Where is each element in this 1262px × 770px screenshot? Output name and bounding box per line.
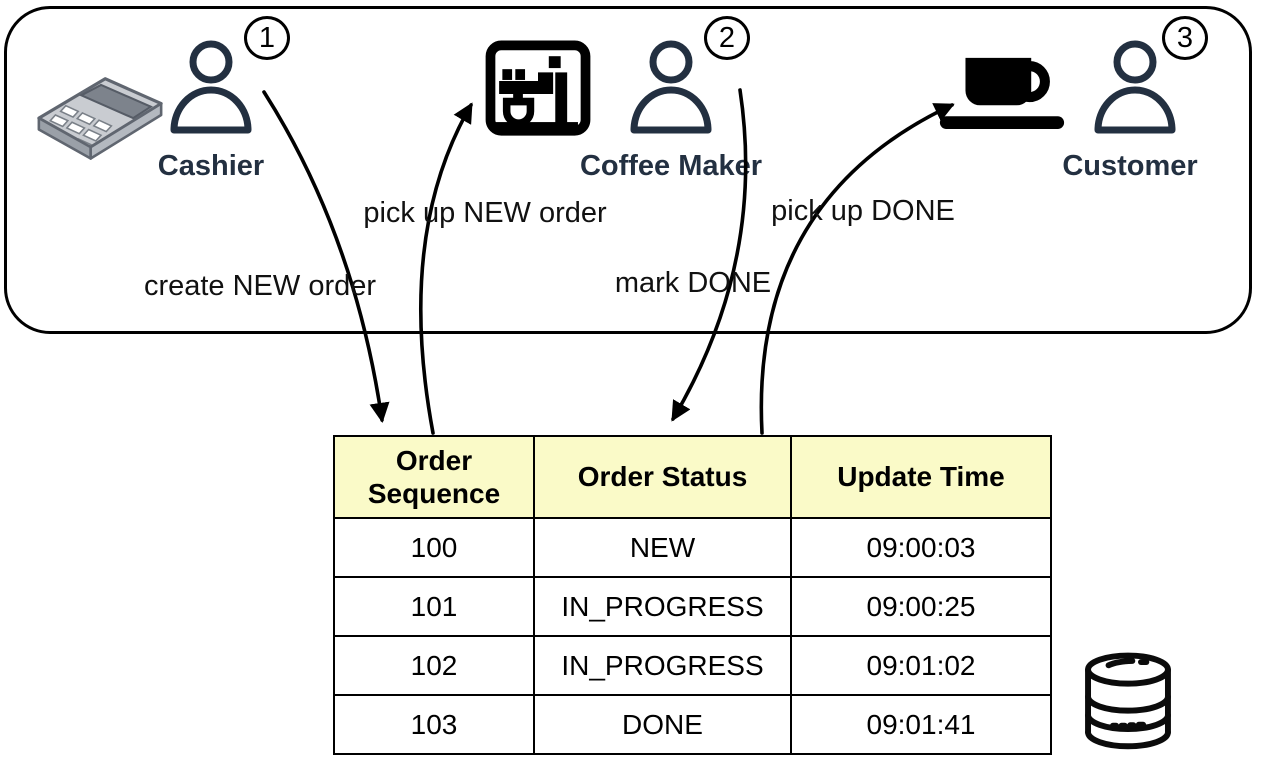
step-badge-1: 1: [244, 16, 290, 60]
cashier-person-icon: [170, 40, 252, 134]
table-header-row: Order Sequence Order Status Update Time: [333, 435, 1052, 519]
database-icon: [1085, 652, 1171, 750]
table-cell: 101: [333, 576, 535, 637]
step-badge-2: 2: [704, 16, 750, 60]
table-cell: IN_PROGRESS: [533, 576, 792, 637]
table-cell: 103: [333, 694, 535, 755]
flow-label-pick-up-done: pick up DONE: [771, 195, 955, 227]
coffee-cup-icon: [939, 57, 1065, 130]
coffee-machine-icon: [485, 40, 591, 136]
column-header-update-time: Update Time: [790, 435, 1052, 519]
flow-label-create-new-order: create NEW order: [143, 270, 377, 302]
table-cell: 09:00:03: [790, 517, 1052, 578]
actor-label-coffee-maker: Coffee Maker: [579, 150, 763, 182]
actor-label-cashier: Cashier: [157, 150, 265, 182]
column-header-order-sequence: Order Sequence: [333, 435, 535, 519]
actor-label-customer: Customer: [1062, 150, 1198, 182]
flow-label-pick-up-new-order: pick up NEW order: [363, 197, 607, 229]
step-badge-3: 3: [1162, 16, 1208, 60]
table-row: 103 DONE 09:01:41: [333, 694, 1052, 755]
flow-label-mark-done: mark DONE: [614, 267, 772, 299]
coffee-maker-person-icon: [630, 40, 712, 134]
actors-container: [4, 6, 1252, 334]
table-cell: 102: [333, 635, 535, 696]
table-cell: DONE: [533, 694, 792, 755]
table-cell: 09:01:41: [790, 694, 1052, 755]
table-row: 100 NEW 09:00:03: [333, 517, 1052, 578]
table-cell: 100: [333, 517, 535, 578]
table-cell: 09:00:25: [790, 576, 1052, 637]
customer-person-icon: [1094, 40, 1176, 134]
table-cell: NEW: [533, 517, 792, 578]
order-status-table: Order Sequence Order Status Update Time …: [333, 435, 1052, 755]
table-row: 101 IN_PROGRESS 09:00:25: [333, 576, 1052, 637]
table-cell: IN_PROGRESS: [533, 635, 792, 696]
table-cell: 09:01:02: [790, 635, 1052, 696]
column-header-order-status: Order Status: [533, 435, 792, 519]
table-row: 102 IN_PROGRESS 09:01:02: [333, 635, 1052, 696]
cash-register-icon: [37, 77, 163, 160]
